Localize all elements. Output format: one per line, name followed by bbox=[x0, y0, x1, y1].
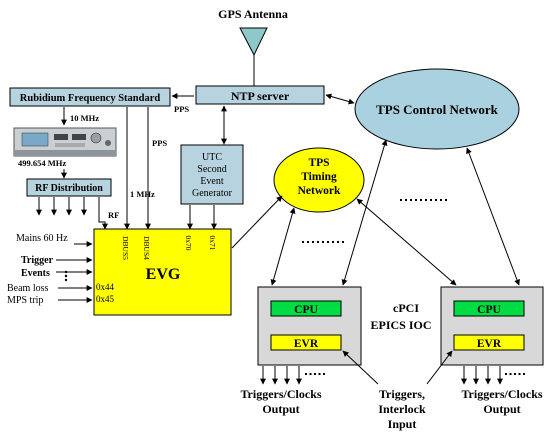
right-ioc-outputs bbox=[461, 366, 503, 385]
right-ioc-box bbox=[440, 286, 544, 366]
evg-input-0x45: 0x45 bbox=[96, 294, 115, 304]
control-network-ellipse bbox=[354, 68, 520, 150]
right-evr-label: EVR bbox=[477, 338, 502, 350]
trigger-label-1: Trigger bbox=[21, 255, 54, 266]
left-evr-label: EVR bbox=[294, 338, 319, 350]
utc-line4: Generator bbox=[192, 188, 233, 199]
right-cpu-label: CPU bbox=[477, 304, 501, 316]
timing-network-line1: TPS bbox=[308, 157, 329, 169]
left-cpu-label: CPU bbox=[294, 304, 318, 316]
gps-antenna-icon bbox=[239, 27, 268, 57]
interlock-to-right-evr bbox=[426, 350, 453, 385]
evg-port-0x70: 0x70 bbox=[184, 236, 193, 251]
ten-mhz-label: 10 MHz bbox=[70, 113, 99, 123]
rf-distribution-box bbox=[26, 178, 112, 197]
pps-left-label: PPS bbox=[174, 104, 189, 114]
signal-generator-icon bbox=[13, 127, 117, 157]
right-output-label-2: Output bbox=[483, 402, 520, 416]
one-mhz-label: 1 MHz bbox=[130, 189, 155, 199]
rf-to-evg-line bbox=[98, 197, 108, 230]
trigger-ellipsis bbox=[64, 270, 68, 282]
timing-network-line3: Network bbox=[298, 185, 341, 197]
rf-label: RF bbox=[108, 210, 119, 220]
mps-trip-label: MPS trip bbox=[7, 295, 43, 306]
utc-line3: Event bbox=[200, 176, 224, 187]
evg-box bbox=[93, 228, 232, 316]
timing-to-right-ioc bbox=[356, 198, 457, 286]
control-network-label: TPS Control Network bbox=[376, 102, 499, 117]
ioc-label-1: cPCI bbox=[393, 301, 419, 315]
rf-distribution-label: RF Distribution bbox=[35, 183, 103, 194]
ntp-control-link bbox=[325, 93, 355, 105]
interlock-label-1: Triggers, bbox=[379, 387, 425, 401]
rubidium-label: Rubidium Frequency Standard bbox=[20, 93, 161, 104]
generator-frequency-label: 499.654 MHz bbox=[18, 158, 66, 168]
utc-line1: UTC bbox=[202, 152, 222, 163]
evg-label: EVG bbox=[146, 266, 181, 283]
ntp-server-box bbox=[195, 85, 325, 105]
rf-distribution-outputs bbox=[36, 197, 87, 216]
evg-to-timing-link bbox=[231, 195, 283, 249]
interlock-label-3: Input bbox=[388, 417, 417, 431]
pps-right-label: PPS bbox=[152, 138, 167, 148]
timing-to-left-ioc bbox=[270, 207, 296, 286]
evg-port-0x71: 0x71 bbox=[208, 236, 217, 251]
trigger-label-2: Events bbox=[21, 268, 50, 279]
utc-line2: Second bbox=[197, 164, 226, 175]
right-cpu-box bbox=[453, 300, 525, 317]
left-evr-box bbox=[270, 334, 342, 351]
evg-input-0x44: 0x44 bbox=[96, 282, 115, 292]
gps-antenna-label: GPS Antenna bbox=[218, 7, 288, 21]
mains-label: Mains 60 Hz bbox=[16, 233, 68, 244]
control-to-left-ioc bbox=[341, 139, 388, 286]
beam-loss-label: Beam loss bbox=[7, 283, 48, 294]
interlock-label-2: Interlock bbox=[378, 402, 426, 416]
ioc-label-2: EPICS IOC bbox=[370, 318, 431, 332]
rubidium-box bbox=[9, 87, 171, 107]
right-output-label-1: Triggers/Clocks bbox=[461, 387, 542, 401]
left-cpu-box bbox=[270, 300, 342, 317]
evg-port-dbus5: DBUS5 bbox=[121, 236, 130, 260]
interlock-to-left-evr bbox=[342, 350, 379, 385]
left-ioc-outputs bbox=[260, 366, 302, 385]
timing-network-line2: Timing bbox=[301, 171, 337, 183]
left-output-label-2: Output bbox=[262, 402, 299, 416]
right-evr-box bbox=[453, 334, 525, 351]
left-output-label-1: Triggers/Clocks bbox=[240, 387, 321, 401]
ntp-server-label: NTP server bbox=[231, 89, 290, 103]
control-to-right-ioc bbox=[466, 147, 520, 286]
evg-port-dbus4: DBUS4 bbox=[142, 236, 151, 260]
utc-generator-box bbox=[180, 144, 244, 205]
